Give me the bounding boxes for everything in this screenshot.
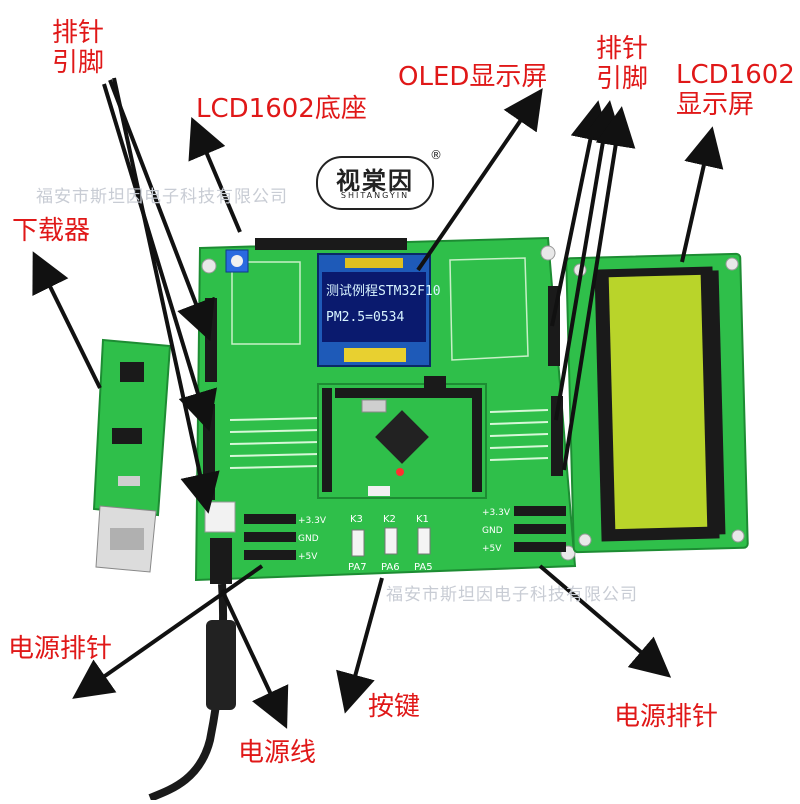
key-label: K1	[416, 514, 429, 525]
mcu-core-board	[317, 376, 487, 499]
logo-sub-text: SHITANGYIN	[340, 191, 410, 200]
brand-logo: 视棠因 SHITANGYIN ®	[316, 148, 442, 210]
label-buttons: 按键	[368, 692, 421, 722]
label-line: 引脚	[596, 64, 649, 94]
label-line: 显示屏	[676, 90, 755, 120]
label-line: 排针	[52, 18, 105, 48]
key-pin-label: PA5	[414, 562, 433, 573]
header-right-label: GND	[482, 526, 503, 536]
buttons	[351, 527, 431, 557]
power-switch	[204, 501, 236, 533]
mcu-chip	[375, 410, 429, 464]
oled-line-1: 测试例程STM32F10	[326, 284, 441, 299]
label-lcd-screen: LCD1602 显示屏	[676, 60, 795, 120]
key-pin-label: PA6	[381, 562, 400, 573]
header-left-label: +5V	[298, 552, 318, 562]
crystal	[361, 399, 387, 413]
downloader-module	[92, 338, 172, 573]
label-power-cable: 电源线	[238, 738, 317, 768]
dc-jack-and-cable	[148, 538, 236, 802]
label-downloader: 下载器	[12, 216, 91, 246]
header-left-labels: +3.3V GND +5V	[298, 512, 326, 566]
callout-arrows	[32, 77, 724, 729]
label-line: 排针	[596, 34, 649, 64]
label-oled-screen: OLED显示屏	[398, 62, 548, 92]
header-right-labels: +3.3V GND +5V	[482, 504, 510, 558]
header-left-label: GND	[298, 534, 319, 544]
power-header-left-pins	[244, 514, 296, 560]
watermark-top: 福安市斯坦因电子科技有限公司	[36, 187, 288, 207]
oled-module	[317, 253, 431, 367]
label-line: 引脚	[52, 48, 105, 78]
watermark-bottom: 福安市斯坦因电子科技有限公司	[386, 585, 638, 605]
key-pin-label: PA7	[348, 562, 367, 573]
key-label: K3	[350, 514, 363, 525]
key-label: K2	[383, 514, 396, 525]
label-pin-header-right: 排针 引脚	[596, 34, 648, 94]
label-line: LCD1602	[676, 60, 795, 90]
power-header-right-pins	[514, 506, 566, 552]
label-lcd-base: LCD1602底座	[196, 94, 367, 124]
lcd1602-module	[565, 252, 749, 554]
oled-line-2: PM2.5=0534	[326, 310, 405, 325]
lcd1602-socket	[255, 238, 407, 250]
header-right-label: +3.3V	[482, 508, 511, 518]
label-pin-header-left: 排针 引脚	[52, 18, 104, 78]
registered-mark: ®	[430, 148, 442, 162]
label-power-header-left: 电源排针	[8, 634, 113, 664]
header-left-label: +3.3V	[298, 516, 327, 526]
logo-main-text: 视棠因	[336, 167, 414, 195]
label-power-header-right: 电源排针	[614, 702, 719, 732]
header-right-label: +5V	[482, 544, 502, 554]
